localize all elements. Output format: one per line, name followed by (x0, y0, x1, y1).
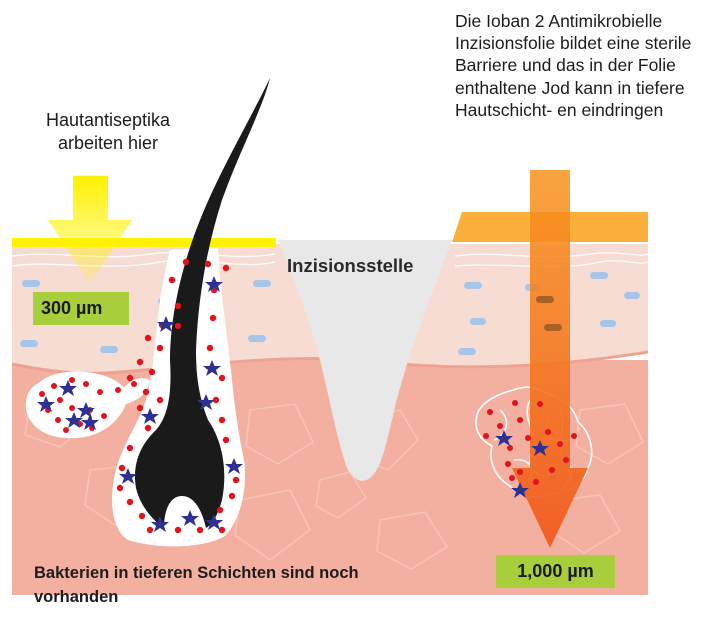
bacteria-caption: Bakterien in tieferen Schichten sind noc… (34, 562, 364, 610)
depth-badge-1000: 1,000 µm (496, 555, 615, 588)
antiseptic-caption: Hautantiseptika arbeiten hier (14, 109, 202, 155)
incision-site-label: Inzisionsstelle (287, 255, 457, 277)
depth-badge-300: 300 µm (33, 292, 129, 325)
antiseptic-layer (12, 238, 276, 247)
ioban-caption: Die Ioban 2 Antimikrobielle Inzisionsfol… (455, 10, 723, 121)
